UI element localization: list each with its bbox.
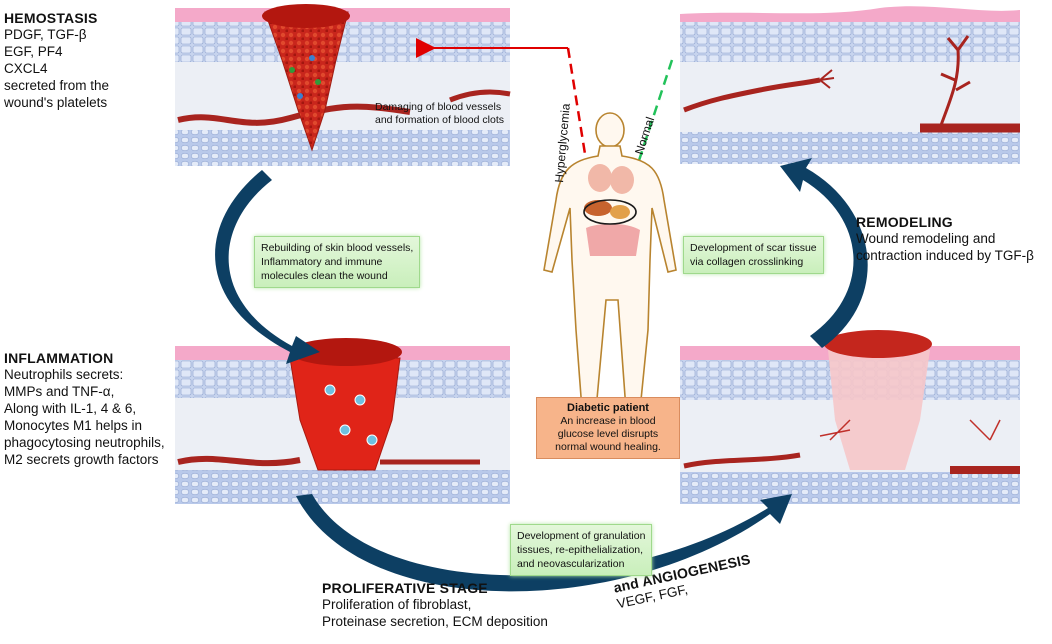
panel-note-line: and formation of blood clots (375, 114, 504, 126)
inflammation-line: Along with IL-1, 4 & 6, (4, 401, 137, 416)
hemostasis-block: HEMOSTASIS PDGF, TGF-β EGF, PF4 CXCL4 se… (4, 10, 109, 111)
hemostasis-panel-note: Damaging of blood vessels and formation … (375, 101, 504, 127)
hemostasis-title: HEMOSTASIS (4, 10, 98, 26)
transition-line: tissues, re-epithelialization, (517, 544, 644, 556)
transition-line: via collagen crosslinking (690, 256, 804, 268)
cycle-arrows (215, 158, 868, 592)
panel-hemostasis (175, 4, 511, 166)
panel-angiogenesis (680, 330, 1020, 504)
patient-title: Diabetic patient (567, 402, 649, 414)
remodeling-block: REMODELING Wound remodeling and contract… (856, 214, 1034, 264)
inflammation-line: Monocytes M1 helps in (4, 418, 143, 433)
hemostasis-line: wound's platelets (4, 95, 108, 110)
transition-line: Rebuilding of skin blood vessels, (261, 242, 414, 254)
patient-line: An increase in blood (560, 415, 656, 427)
transition-box-left: Rebuilding of skin blood vessels, Inflam… (254, 236, 421, 288)
inflammation-block: INFLAMMATION Neutrophils secrets: MMPs a… (4, 350, 165, 468)
transition-line: Development of scar tissue (690, 242, 817, 254)
proliferative-block: PROLIFERATIVE STAGE Proliferation of fib… (322, 580, 548, 630)
inflammation-line: MMPs and TNF-α, (4, 384, 115, 399)
hemostasis-line: PDGF, TGF-β (4, 27, 87, 42)
hemostasis-lines: PDGF, TGF-β EGF, PF4 CXCL4 secreted from… (4, 26, 109, 111)
panel-note-line: Damaging of blood vessels (375, 101, 502, 113)
proliferative-title: PROLIFERATIVE STAGE (322, 580, 488, 596)
transition-box-bottom: Development of granulation tissues, re-e… (510, 524, 653, 576)
hemostasis-line: secreted from the (4, 78, 110, 93)
inflammation-line: Neutrophils secrets: (4, 367, 124, 382)
normal-dashed (624, 59, 674, 201)
transition-line: Inflammatory and immune (261, 256, 383, 268)
inflammation-lines: Neutrophils secrets: MMPs and TNF-α, Alo… (4, 366, 165, 468)
organs (583, 164, 640, 256)
remodeling-line: Wound remodeling and (856, 231, 996, 246)
proliferative-lines: Proliferation of fibroblast, Proteinase … (322, 596, 548, 630)
panel-inflammation (175, 338, 510, 504)
hemostasis-line: EGF, PF4 (4, 44, 63, 59)
remodeling-line: contraction induced by TGF-β (856, 248, 1034, 263)
remodeling-title: REMODELING (856, 214, 953, 230)
inflammation-line: phagocytosing neutrophils, (4, 435, 165, 450)
inflammation-line: M2 secrets growth factors (4, 452, 159, 467)
patient-line: normal wound healing. (555, 441, 661, 453)
proliferative-line: Proliferation of fibroblast, (322, 597, 472, 612)
human-body (543, 112, 677, 411)
panel-remodeling (680, 6, 1020, 164)
transition-line: and neovascularization (517, 558, 625, 570)
hemostasis-line: CXCL4 (4, 61, 48, 76)
transition-line: Development of granulation (517, 530, 646, 542)
proliferative-line: Proteinase secretion, ECM deposition (322, 614, 548, 629)
remodeling-lines: Wound remodeling and contraction induced… (856, 230, 1034, 264)
diabetic-patient-box: Diabetic patient An increase in blood gl… (536, 397, 680, 459)
patient-line: glucose level disrupts (557, 428, 659, 440)
transition-box-right: Development of scar tissue via collagen … (683, 236, 824, 274)
transition-line: molecules clean the wound (261, 270, 388, 282)
inflammation-title: INFLAMMATION (4, 350, 114, 366)
